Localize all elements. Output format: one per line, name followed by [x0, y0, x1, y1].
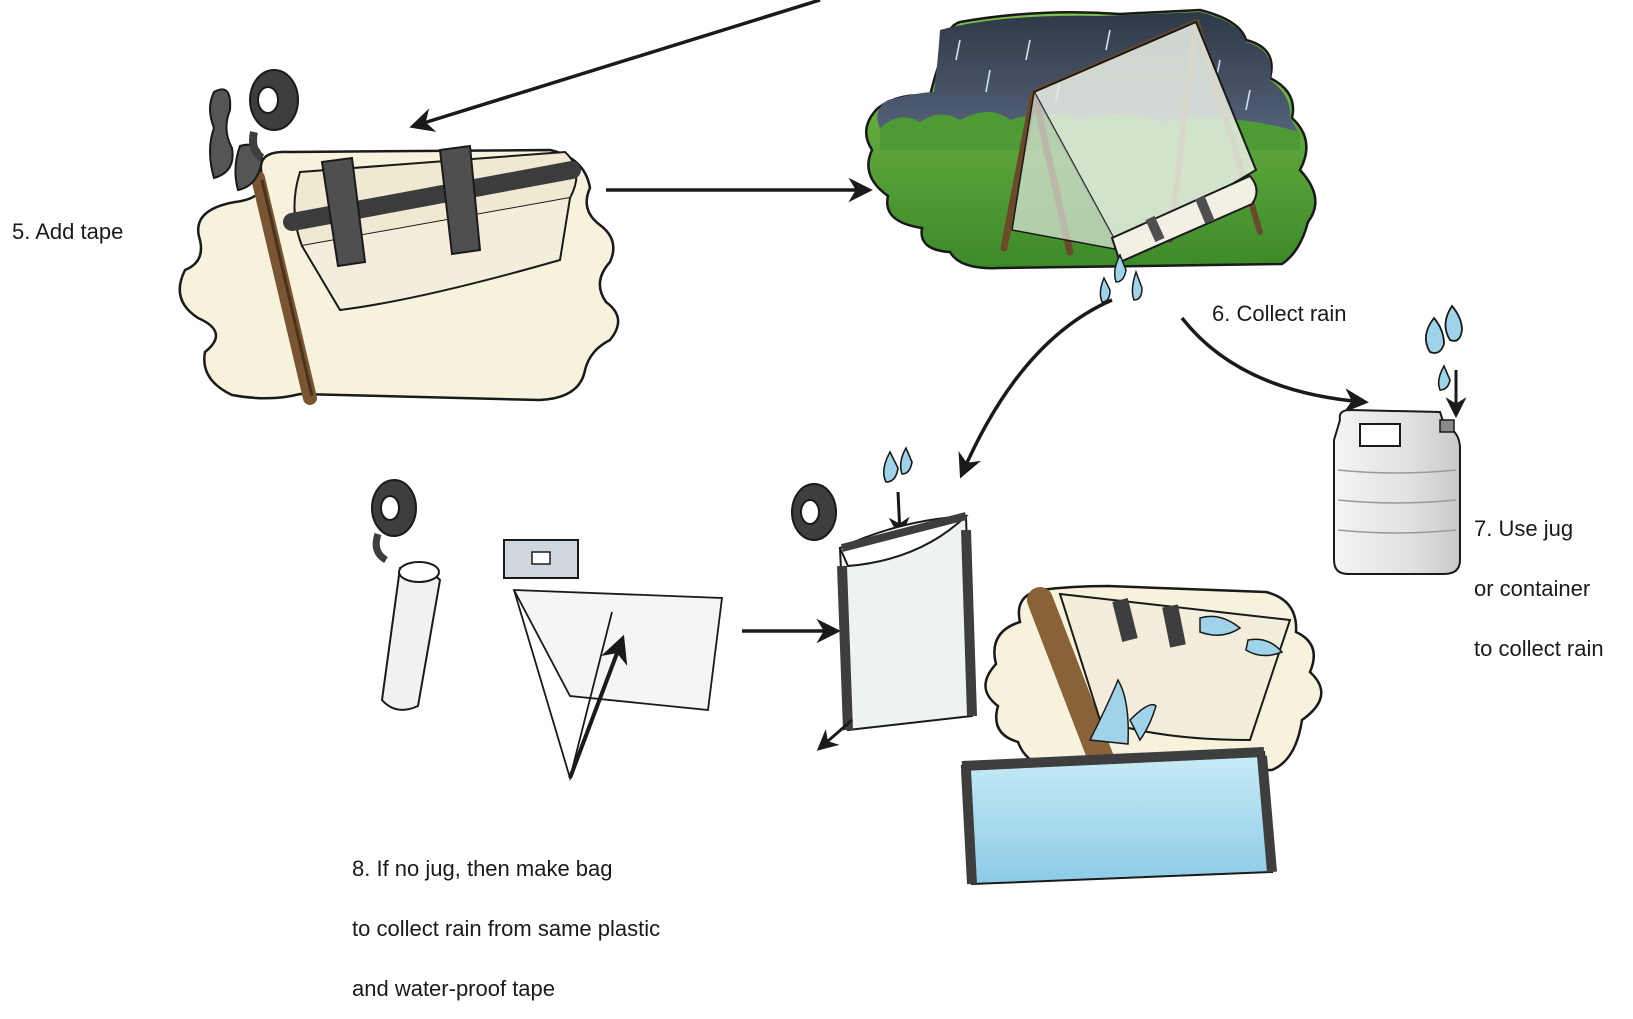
step-7-line: or container [1474, 579, 1604, 599]
arrow-to-taped-roll [414, 0, 820, 126]
step-7-line: to collect rain [1474, 639, 1604, 659]
step-7-label: 7. Use jug or container to collect rain [1474, 479, 1604, 679]
arrow-tent-to-bag [962, 300, 1112, 474]
bag-materials-icon [372, 480, 722, 778]
tape-roll-icon [250, 70, 298, 158]
plastic-bag-icon [792, 448, 972, 748]
step-8-line: 8. If no jug, then make bag [352, 859, 660, 879]
step-5-label: 5. Add tape [12, 222, 123, 242]
collection-panel [962, 586, 1321, 884]
loose-tape-piece [210, 89, 233, 178]
step-8-line: and water-proof tape [352, 979, 660, 999]
step-6-label: 6. Collect rain [1212, 304, 1347, 324]
water-jug-icon [1334, 306, 1462, 574]
step-8-line: to collect rain from same plastic [352, 919, 660, 939]
step-7-line: 7. Use jug [1474, 519, 1604, 539]
arrow-tent-to-jug [1182, 318, 1364, 402]
taped-roll-panel [180, 70, 618, 400]
step-8-label: 8. If no jug, then make bag to collect r… [352, 819, 660, 1019]
tent-in-rain-panel [866, 10, 1315, 302]
illustration-canvas [0, 0, 1633, 891]
